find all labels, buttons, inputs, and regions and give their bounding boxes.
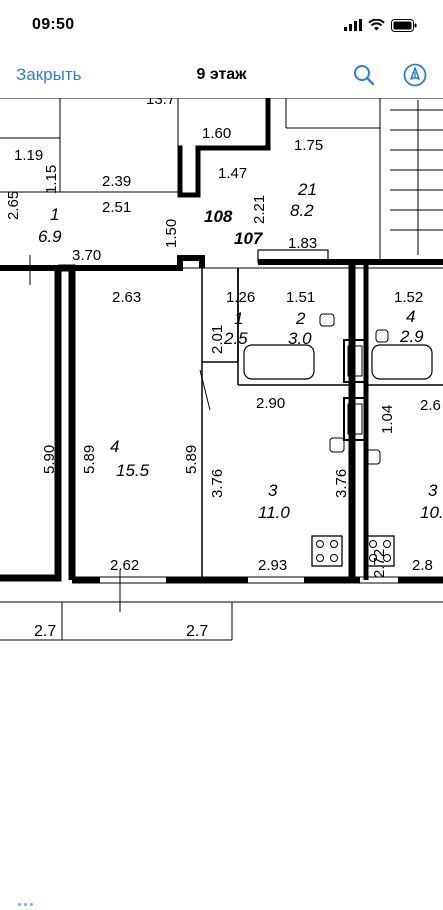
- label-room2-area: 3.0: [288, 329, 312, 348]
- label-2-7a: 2.7: [34, 623, 56, 640]
- label-room21-num: 21: [297, 180, 317, 199]
- label-3-70: 3.70: [72, 247, 101, 264]
- label-room1b-num: 1: [234, 309, 243, 328]
- label-2-6: 2.6: [420, 397, 441, 414]
- label-2-8: 2.8: [412, 557, 433, 574]
- label-room1a-area: 6.9: [38, 227, 62, 246]
- label-room4r-area: 2.9: [399, 327, 424, 346]
- label-1-15: 1.15: [43, 165, 60, 194]
- page-dot: [24, 903, 27, 906]
- label-1-04: 1.04: [379, 405, 396, 434]
- label-2-39: 2.39: [102, 173, 131, 190]
- label-2-62: 2.62: [110, 557, 139, 574]
- nav-bar: Закрыть 9 этаж: [0, 52, 443, 98]
- label-room3-area: 11.0: [258, 503, 290, 522]
- label-2-51: 2.51: [102, 199, 131, 216]
- page-dot: [18, 903, 21, 906]
- label-2-7b: 2.7: [186, 623, 208, 640]
- page-dot: [30, 903, 33, 906]
- annotate-button[interactable]: [403, 63, 427, 87]
- label-room3r-num: 3: [428, 481, 438, 500]
- close-button[interactable]: Закрыть: [16, 65, 82, 84]
- label-1-51: 1.51: [286, 289, 315, 306]
- nav-actions: [353, 63, 427, 87]
- status-icons: [344, 18, 417, 32]
- label-5-90: 5.90: [41, 445, 58, 474]
- status-bar: 09:50: [0, 0, 443, 50]
- label-108: 108: [204, 207, 233, 226]
- label-1-52: 1.52: [394, 289, 423, 306]
- label-room3-num: 3: [268, 481, 278, 500]
- pen-icon: [403, 63, 427, 87]
- label-room3r-area: 10.: [420, 503, 443, 522]
- battery-icon: [391, 18, 417, 32]
- signal-icon: [344, 19, 362, 31]
- label-room2-num: 2: [295, 309, 306, 328]
- label-2-21: 2.21: [251, 195, 268, 224]
- label-3-76a: 3.76: [209, 469, 226, 498]
- label-1-60: 1.60: [202, 125, 231, 142]
- label-2-90: 2.90: [256, 395, 285, 412]
- label-2-65: 2.65: [5, 191, 22, 220]
- label-room4r-num: 4: [406, 307, 415, 326]
- label-1-26: 1.26: [226, 289, 255, 306]
- search-button[interactable]: [353, 64, 375, 86]
- label-2-63: 2.63: [112, 289, 141, 306]
- label-top-area: 13.7: [146, 98, 175, 108]
- page-indicator: [18, 903, 33, 906]
- floor-plan-drawing: 13.7 1.60 1.75 1.19 2.39 1.47 21 8.2 1 6…: [0, 91, 443, 641]
- label-1-47: 1.47: [218, 165, 247, 182]
- search-icon: [354, 65, 375, 86]
- label-room1a-num: 1: [50, 205, 59, 224]
- label-1-75: 1.75: [294, 137, 323, 154]
- label-room4-num: 4: [110, 437, 119, 456]
- label-1-83: 1.83: [288, 235, 317, 252]
- label-5-89a: 5.89: [81, 445, 98, 474]
- status-time: 09:50: [32, 16, 75, 33]
- label-2-72: 2.72: [371, 549, 388, 578]
- label-room21-area: 8.2: [290, 201, 314, 220]
- label-room4-area: 15.5: [116, 461, 150, 480]
- label-107: 107: [234, 229, 264, 248]
- label-1-19: 1.19: [14, 147, 43, 164]
- floor-plan[interactable]: 13.7 1.60 1.75 1.19 2.39 1.47 21 8.2 1 6…: [0, 91, 443, 658]
- label-3-76b: 3.76: [333, 469, 350, 498]
- label-2-01: 2.01: [209, 325, 226, 354]
- wifi-icon: [368, 19, 385, 31]
- label-5-89b: 5.89: [183, 445, 200, 474]
- label-1-50: 1.50: [163, 219, 180, 248]
- label-2-93: 2.93: [258, 557, 287, 574]
- label-room1b-area: 2.5: [223, 329, 248, 348]
